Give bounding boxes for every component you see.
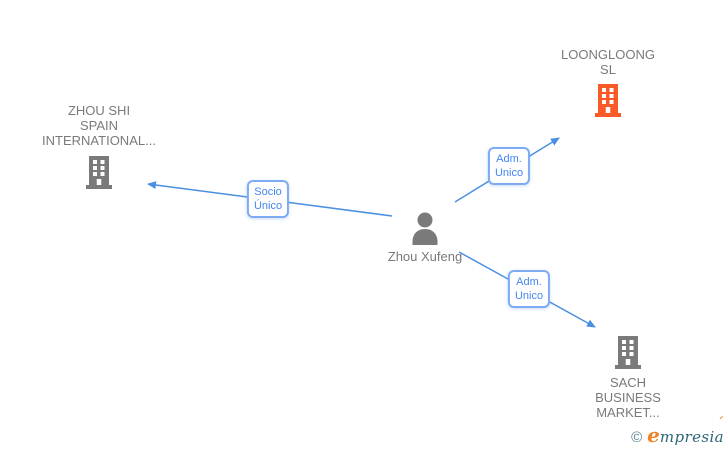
empresia-watermark: © empresia´ [631,416,724,447]
company-name-line: ZHOU SHI [67,103,131,118]
empresia-logo-text: mpresia [659,428,724,446]
empresia-logo-initial: e [647,423,660,447]
person-name-line: Zhou Xufeng [387,249,463,264]
company-node-zhou-shi-spain[interactable]: ZHOU SHI SPAIN INTERNATIONAL... [36,103,162,189]
company-name-zhou-shi-spain: ZHOU SHI SPAIN INTERNATIONAL... [36,103,162,148]
person-icon [412,212,438,245]
company-name-loongloong-sl: LOONGLOONG SL [545,47,671,77]
company-name-line: SACH [609,375,647,390]
company-name-line: INTERNATIONAL... [42,133,156,148]
company-name-line: LOONGLOONG [561,47,655,62]
company-node-sach-business-market[interactable]: SACH BUSINESS MARKET... [565,336,691,420]
company-name-line: BUSINESS [595,390,661,405]
copyright-icon: © [631,429,643,446]
edge-label-adm-unico-sach[interactable]: Adm. Unico [507,270,551,308]
building-icon [615,336,641,369]
company-name-line: MARKET... [596,405,660,420]
empresia-logo-accent: ´ [716,416,724,431]
person-node-zhou-xufeng[interactable]: Zhou Xufeng [362,212,488,264]
person-name: Zhou Xufeng [362,249,488,264]
edge-label-line: Único [253,200,283,212]
edge-label-line: Socio [254,186,282,198]
edge-label-adm-unico-loongloong[interactable]: Adm. Unico [487,147,531,185]
edge-label-line: Unico [514,290,544,302]
company-node-loongloong-sl[interactable]: LOONGLOONG SL [545,47,671,117]
building-icon [86,156,112,189]
edge-label-socio-unico[interactable]: Socio Único [246,180,290,218]
company-name-sach-business-market: SACH BUSINESS MARKET... [565,375,691,420]
edge-label-line: Adm. [516,276,542,288]
edge-label-line: Unico [494,167,524,179]
empresia-logo: empresia´ [647,416,724,447]
edge-label-line: Adm. [496,153,522,165]
company-name-line: SPAIN [79,118,119,133]
building-icon [595,84,621,117]
company-name-line: SL [600,62,616,77]
